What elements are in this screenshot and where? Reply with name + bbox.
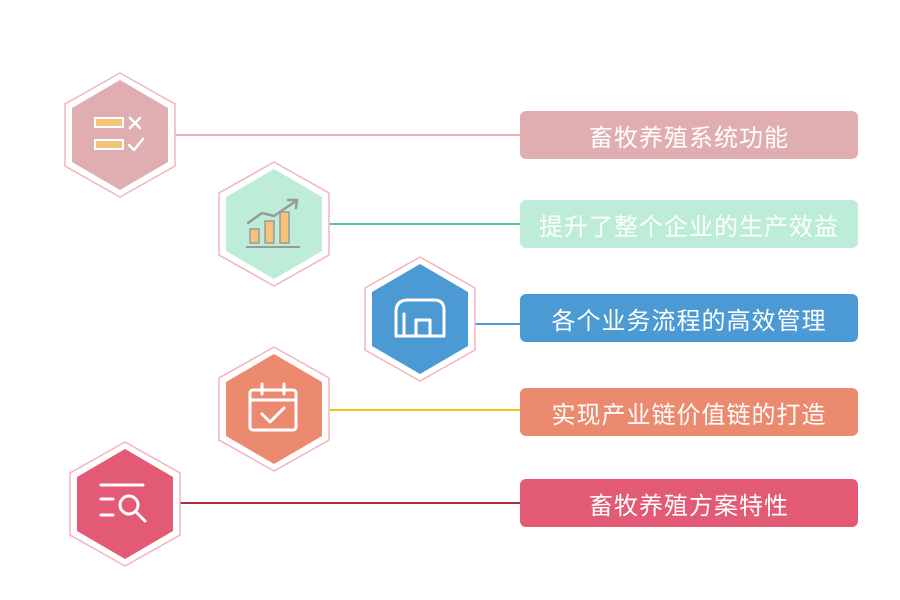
feature-label-3: 各个业务流程的高效管理 [520, 294, 858, 342]
checklist-icon [94, 116, 145, 152]
hex-badge-1 [64, 72, 176, 198]
hex-badge-5 [69, 441, 181, 567]
feature-label-5: 畜牧养殖方案特性 [520, 479, 858, 527]
hex-badge-3 [364, 256, 476, 382]
connector-line-5 [175, 502, 522, 504]
feature-label-2: 提升了整个企业的生产效益 [520, 200, 858, 248]
hex-badge-2 [218, 161, 330, 287]
connector-line-2 [326, 223, 522, 225]
search-list-icon [99, 483, 147, 523]
connector-line-4 [326, 409, 522, 411]
feature-label-4-text: 实现产业链价值链的打造 [551, 400, 827, 429]
connector-line-1 [170, 134, 522, 136]
feature-label-1: 畜牧养殖系统功能 [520, 111, 858, 159]
feature-label-2-text: 提升了整个企业的生产效益 [539, 212, 839, 241]
calendar-check-icon [248, 382, 298, 432]
hex-badge-4 [218, 346, 330, 472]
growth-chart-icon [246, 198, 300, 248]
connector-line-3 [472, 323, 522, 325]
feature-label-3-text: 各个业务流程的高效管理 [551, 306, 827, 335]
feature-label-5-text: 畜牧养殖方案特性 [589, 491, 789, 520]
feature-label-4: 实现产业链价值链的打造 [520, 388, 858, 436]
feature-label-1-text: 畜牧养殖系统功能 [589, 123, 789, 152]
warehouse-icon [394, 298, 446, 338]
